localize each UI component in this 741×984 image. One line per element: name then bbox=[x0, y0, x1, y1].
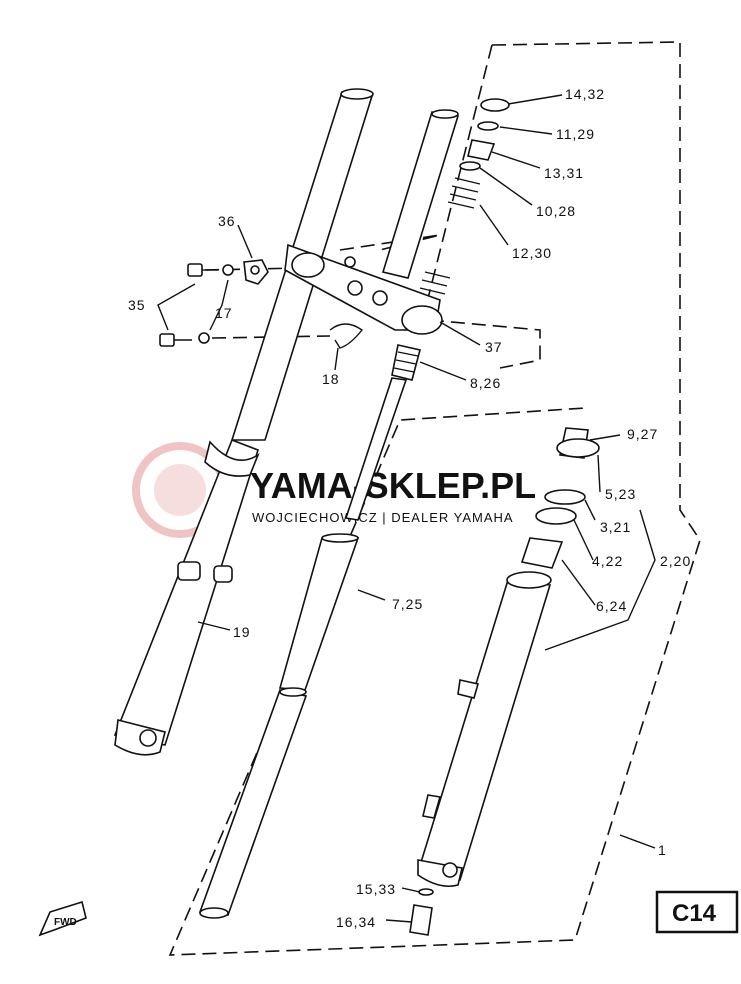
label-36: 36 bbox=[218, 213, 236, 229]
triple-clamp bbox=[284, 243, 443, 335]
part-14-cap bbox=[480, 98, 510, 112]
part-15-gasket bbox=[418, 888, 434, 896]
part-12-spring bbox=[447, 177, 481, 209]
label-16: 16,34 bbox=[336, 914, 376, 930]
part-10-washer bbox=[459, 161, 481, 171]
part-35-bolt-upper bbox=[187, 263, 218, 277]
dashed-bracket-37 bbox=[429, 319, 541, 369]
right-inner-tube bbox=[381, 109, 460, 279]
label-35: 35 bbox=[128, 297, 146, 313]
label-2: 2,20 bbox=[660, 553, 691, 569]
part-36-hole bbox=[250, 265, 260, 275]
assembly-outline-inner bbox=[339, 234, 441, 251]
left-fork-tube bbox=[113, 88, 374, 756]
part-8-damper-rod bbox=[344, 344, 421, 521]
label-18: 18 bbox=[322, 371, 340, 387]
label-17: 17 bbox=[215, 305, 233, 321]
label-8: 8,26 bbox=[470, 375, 501, 391]
watermark-brand: YAMA-SKLEP.PL bbox=[250, 465, 536, 506]
part-3-clip bbox=[544, 489, 586, 505]
watermark-logo-inner bbox=[154, 464, 206, 516]
label-7: 7,25 bbox=[392, 596, 423, 612]
label-4: 4,22 bbox=[592, 553, 623, 569]
part-17-washer-lower bbox=[198, 332, 210, 344]
label-5: 5,23 bbox=[605, 486, 636, 502]
part-11-oring bbox=[477, 121, 499, 131]
clamp-spring bbox=[419, 271, 451, 295]
part-35-bolt-lower bbox=[159, 333, 192, 347]
part-16-bolt bbox=[409, 904, 433, 936]
watermark: YAMA-SKLEP.PL WOJCIECHOWICZ | DEALER YAM… bbox=[132, 442, 536, 538]
fwd-label: FWD bbox=[54, 917, 77, 928]
label-3: 3,21 bbox=[600, 519, 631, 535]
part-18-clip bbox=[329, 323, 364, 349]
part-17-washer-upper bbox=[222, 264, 234, 276]
leader-lines bbox=[157, 94, 656, 923]
label-12: 12,30 bbox=[512, 245, 552, 261]
watermark-subtitle: WOJCIECHOWICZ | DEALER YAMAHA bbox=[252, 510, 514, 525]
right-outer-tube bbox=[416, 571, 552, 888]
label-13: 13,31 bbox=[544, 165, 584, 181]
part-13-spacer bbox=[467, 139, 496, 161]
label-1: 1 bbox=[658, 842, 667, 858]
diagram-code: C14 bbox=[672, 900, 717, 927]
label-9: 9,27 bbox=[627, 426, 658, 442]
label-37: 37 bbox=[485, 339, 503, 355]
label-11: 11,29 bbox=[556, 126, 595, 142]
fwd-arrow-icon: FWD bbox=[38, 900, 87, 937]
part-6-washer bbox=[520, 537, 564, 569]
label-14: 14,32 bbox=[565, 86, 605, 102]
label-19: 19 bbox=[233, 624, 251, 640]
part-7-inner-tube bbox=[198, 533, 360, 919]
label-6: 6,24 bbox=[596, 598, 627, 614]
label-10: 10,28 bbox=[536, 203, 576, 219]
part-4-oil-seal bbox=[535, 507, 577, 525]
label-15: 15,33 bbox=[356, 881, 396, 897]
diagram-code-box: C14 bbox=[655, 890, 739, 934]
part-5-dust-seal bbox=[556, 438, 600, 458]
